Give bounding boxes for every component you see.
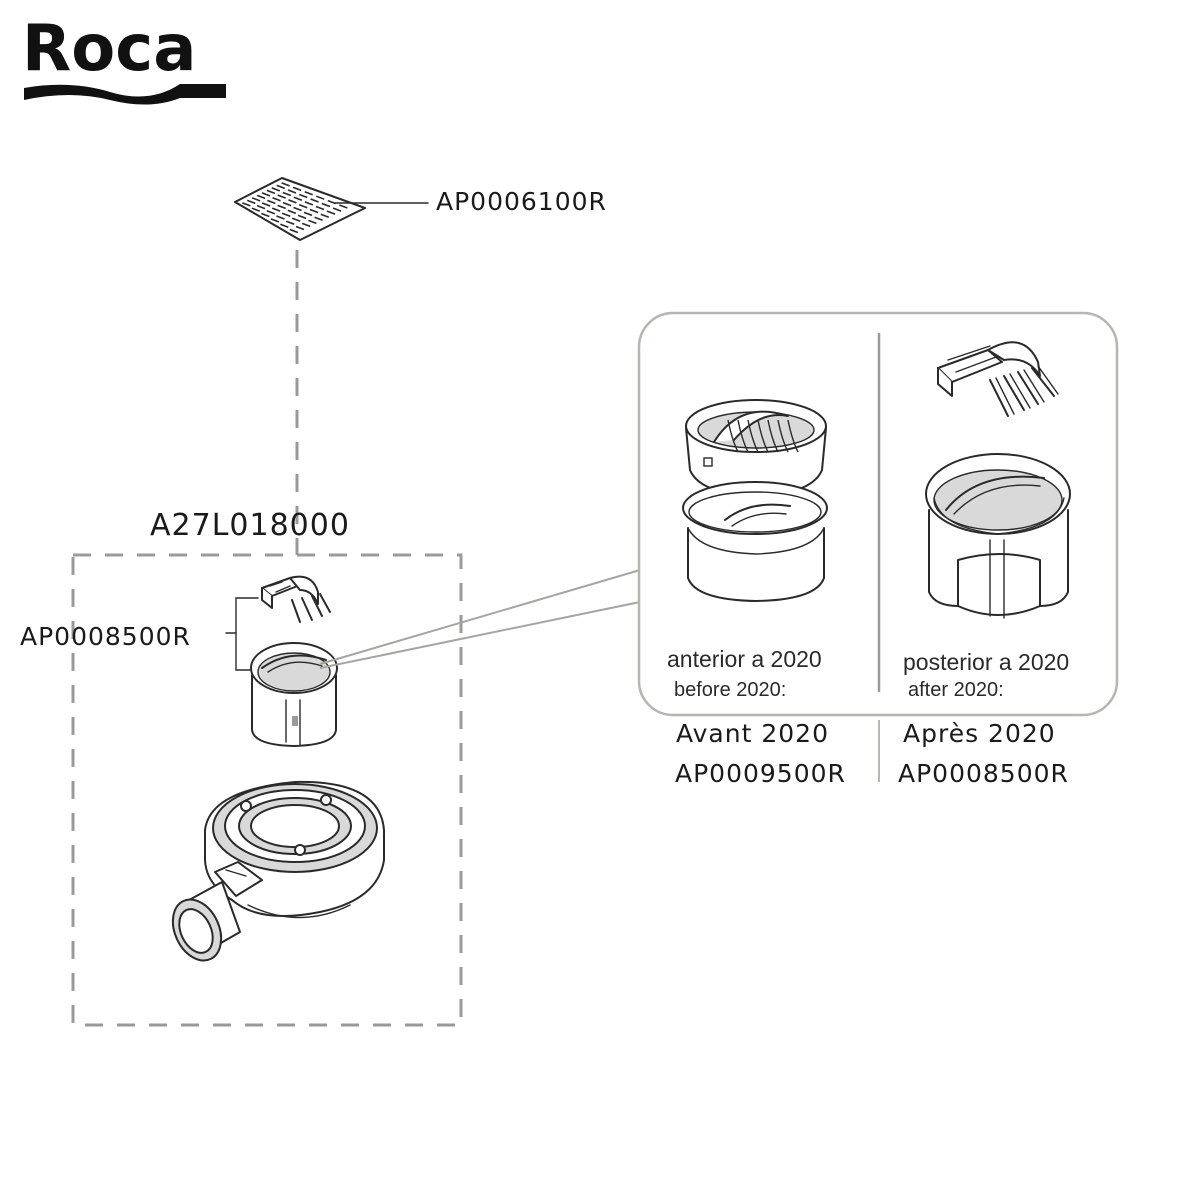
after-code: AP0008500R — [898, 759, 1069, 788]
drain-body-icon — [171, 780, 385, 962]
kit-code: A27L018000 — [150, 508, 350, 543]
after-label-en: after 2020: — [908, 679, 1004, 701]
roca-logo: Roca — [22, 12, 226, 105]
after-label-fr: Après 2020 — [903, 719, 1056, 748]
callout-line-bottom — [319, 601, 641, 669]
old-filter-cap-icon — [685, 399, 827, 497]
filter-basket-icon — [250, 642, 338, 747]
logo-wordmark: Roca — [22, 12, 196, 86]
before-code: AP0009500R — [675, 759, 846, 788]
filter-bracket — [235, 597, 259, 671]
logo-wave — [24, 84, 226, 105]
new-filter-comb-icon — [937, 341, 1059, 417]
before-label-fr: Avant 2020 — [676, 719, 829, 748]
old-filter-cup-icon — [682, 481, 828, 602]
grate-cover-icon — [234, 177, 366, 241]
grate-code: AP0006100R — [436, 187, 607, 216]
new-filter-basket-icon — [925, 453, 1071, 619]
kit-dashed-box — [71, 553, 463, 1027]
before-label-en: before 2020: — [674, 679, 786, 701]
filter-code: AP0008500R — [20, 622, 191, 651]
filter-comb-icon — [261, 575, 331, 623]
before-label-es: anterior a 2020 — [667, 646, 822, 672]
callout-line-top — [319, 569, 641, 665]
after-label-es: posterior a 2020 — [903, 649, 1069, 675]
